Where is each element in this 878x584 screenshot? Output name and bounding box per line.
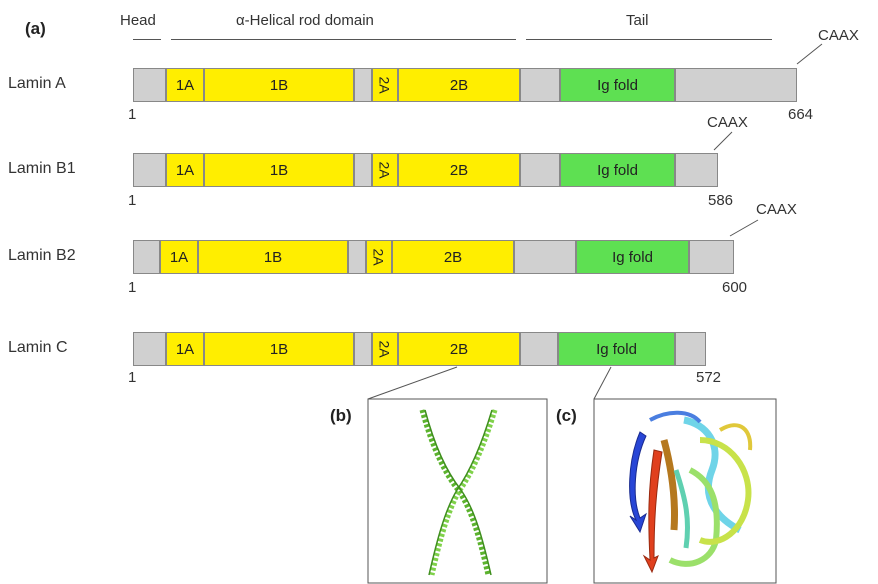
lamin-a-ig-fold-label: Ig fold (597, 76, 638, 94)
lamin-c-1b-segment: 1B (204, 332, 354, 366)
lamin-c-end-number: 572 (696, 369, 722, 386)
lamin-c-tail-end-segment (675, 332, 706, 366)
lamin-b2-caax-label: CAAX (756, 201, 797, 218)
lamin-b1-ig-fold-label: Ig fold (597, 161, 638, 179)
panel-label-c: (c) (556, 406, 577, 425)
lamin-b2-ig-fold-label: Ig fold (612, 248, 653, 266)
lamin-b1-start-number: 1 (128, 192, 137, 209)
lamin-b2-2b-segment: 2B (392, 240, 514, 274)
coiled-coil-panel (367, 398, 548, 584)
lamin-b1-2b-segment: 2B (398, 153, 520, 187)
lamin-a-1a-label: 1A (175, 76, 195, 94)
lamin-b2-caax-leader (729, 219, 759, 237)
lamin-b1-end-number: 586 (708, 192, 734, 209)
lamin-c-start-number: 1 (128, 369, 137, 386)
lamin-a-head-segment (133, 68, 166, 102)
lamin-b1-tail-end-segment (675, 153, 718, 187)
lamin-b1-2b-label: 2B (449, 161, 469, 179)
lamin-c-ig-fold-segment: Ig fold (558, 332, 675, 366)
lamin-c-2b-label: 2B (449, 340, 469, 358)
lamin-c-2a-segment: 2A (372, 332, 398, 366)
lamin-b1-tail-linker-segment (520, 153, 560, 187)
lamin-b2-start-number: 1 (128, 279, 137, 296)
rod-region-label: α-Helical rod domain (236, 12, 374, 29)
tail-region-label: Tail (626, 12, 649, 29)
lamin-b1-head-segment (133, 153, 166, 187)
ig-fold-zoom-line (593, 366, 612, 400)
lamin-a-1a-segment: 1A (166, 68, 204, 102)
lamin-b2-head-segment (133, 240, 160, 274)
panel-label-a: (a) (25, 19, 46, 38)
lamin-c-tail-linker-segment (520, 332, 558, 366)
lamin-c-linker-segment (354, 332, 372, 366)
lamin-b1-1a-label: 1A (175, 161, 195, 179)
coiled-coil-structure (419, 409, 498, 576)
lamin-b2-2a-segment: 2A (366, 240, 392, 274)
lamin-b2-end-number: 600 (722, 279, 748, 296)
lamin-a-2b-segment: 2B (398, 68, 520, 102)
lamin-b2-linker-segment (348, 240, 366, 274)
lamin-b1-linker-segment (354, 153, 372, 187)
head-region-rule (133, 39, 161, 40)
lamin-a-2b-label: 2B (449, 76, 469, 94)
lamin-b2-1b-segment: 1B (198, 240, 348, 274)
lamin-a-ig-fold-segment: Ig fold (560, 68, 675, 102)
lamin-c-1a-segment: 1A (166, 332, 204, 366)
lamin-b1-label: Lamin B1 (8, 160, 76, 177)
lamin-b1-caax-label: CAAX (707, 114, 748, 131)
coiled-coil-zoom-line (367, 366, 458, 400)
lamin-c-ig-fold-label: Ig fold (596, 340, 637, 358)
lamin-b1-ig-fold-segment: Ig fold (560, 153, 675, 187)
lamin-c-2b-segment: 2B (398, 332, 520, 366)
lamin-b2-tail-linker-segment (514, 240, 576, 274)
lamin-a-tail-linker-segment (520, 68, 560, 102)
head-region-label: Head (120, 12, 156, 29)
lamin-b1-caax-leader (713, 131, 733, 151)
lamin-b2-1a-segment: 1A (160, 240, 198, 274)
lamin-a-tail-end-segment (675, 68, 797, 102)
ig-fold-structure (629, 410, 753, 574)
lamin-a-start-number: 1 (128, 106, 137, 123)
tail-region-rule (526, 39, 772, 40)
lamin-c-1b-label: 1B (269, 340, 289, 358)
lamin-a-caax-label: CAAX (818, 27, 859, 44)
lamin-b2-2b-label: 2B (443, 248, 463, 266)
lamin-b1-1a-segment: 1A (166, 153, 204, 187)
lamin-a-2a-segment: 2A (372, 68, 398, 102)
lamin-a-1b-label: 1B (269, 76, 289, 94)
lamin-a-1b-segment: 1B (204, 68, 354, 102)
lamin-b1-2a-segment: 2A (372, 153, 398, 187)
lamin-b2-tail-end-segment (689, 240, 734, 274)
lamin-a-caax-leader (796, 43, 823, 65)
lamin-b1-1b-label: 1B (269, 161, 289, 179)
lamin-b2-label: Lamin B2 (8, 247, 76, 264)
panel-label-b: (b) (330, 406, 352, 425)
lamin-a-label: Lamin A (8, 75, 66, 92)
lamin-c-1a-label: 1A (175, 340, 195, 358)
rod-region-rule (171, 39, 516, 40)
lamin-b2-1a-label: 1A (169, 248, 189, 266)
lamin-c-head-segment (133, 332, 166, 366)
lamin-a-end-number: 664 (788, 106, 814, 123)
lamin-c-label: Lamin C (8, 339, 68, 356)
lamin-b1-1b-segment: 1B (204, 153, 354, 187)
lamin-a-linker-segment (354, 68, 372, 102)
lamin-b2-1b-label: 1B (263, 248, 283, 266)
lamin-b2-ig-fold-segment: Ig fold (576, 240, 689, 274)
